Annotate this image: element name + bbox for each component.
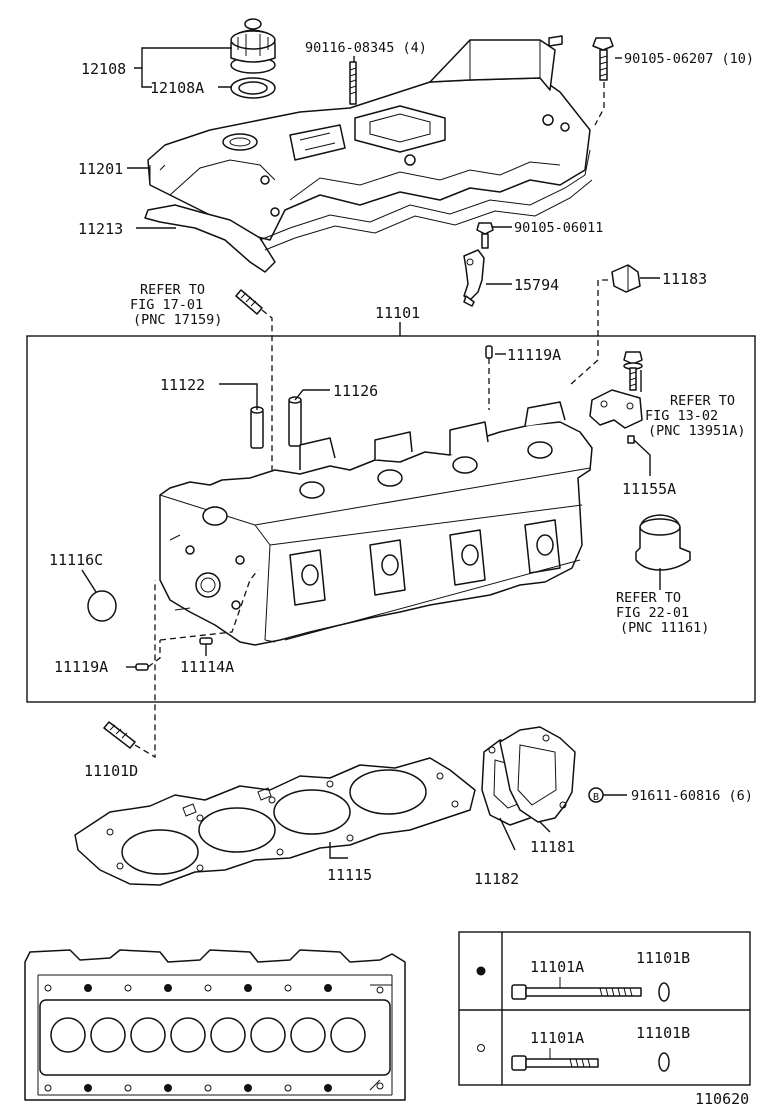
label-ring-pin-left: 11119A bbox=[54, 658, 108, 676]
label-oil-cap: 12108 bbox=[81, 60, 126, 78]
head-cover-gasket bbox=[144, 149, 593, 273]
straight-pin-right bbox=[627, 435, 635, 444]
insert-11114a bbox=[199, 637, 213, 645]
legend-bolt-2 bbox=[511, 1048, 599, 1071]
head-stud-bottom bbox=[103, 580, 156, 759]
ring-pin-left bbox=[135, 663, 149, 671]
water-outlet-cup bbox=[635, 514, 691, 571]
solid-dot-marker bbox=[476, 966, 486, 976]
camshaft-bearing-cap bbox=[589, 389, 643, 429]
label-table-bolt-1: 11101A bbox=[530, 958, 584, 976]
open-dot-marker bbox=[477, 1044, 485, 1052]
label-refer-bottom-2: FIG 22-01 bbox=[616, 605, 689, 621]
ring-pin-left-dashed bbox=[147, 569, 259, 668]
plate-bolt-marker: B bbox=[588, 787, 604, 803]
label-refer-top-3: (PNC 17159) bbox=[133, 312, 222, 328]
label-head-assy: 11101 bbox=[375, 304, 420, 322]
legend-bolt-1 bbox=[511, 977, 642, 1000]
label-table-bolt-2: 11101A bbox=[530, 1029, 584, 1047]
camshaft-cap-plug bbox=[611, 264, 641, 293]
label-table-washer-2: 11101B bbox=[636, 1024, 690, 1042]
cover-bolt bbox=[592, 37, 614, 126]
label-refer-bottom-1: REFER TO bbox=[616, 590, 681, 606]
cover-stud bbox=[349, 61, 357, 105]
valve-guide-left bbox=[250, 406, 264, 449]
expansion-plug bbox=[87, 590, 117, 622]
label-plate-bolt: 91611-60816 (6) bbox=[631, 788, 753, 804]
label-refer-bottom-3: (PNC 11161) bbox=[620, 620, 709, 636]
bracket-bolt bbox=[476, 222, 494, 249]
label-head-gasket: 11115 bbox=[327, 866, 372, 884]
oil-filler-cap-gasket bbox=[230, 77, 276, 99]
label-cover-stud: 90116-08345 (4) bbox=[305, 40, 427, 56]
figure-number: 110620 bbox=[695, 1090, 749, 1108]
legend-washer-1 bbox=[658, 982, 670, 1002]
cylinder-head bbox=[159, 401, 593, 646]
oil-filler-cap bbox=[230, 18, 276, 74]
label-bracket-bolt: 90105-06011 bbox=[514, 220, 603, 236]
head-bolt-pattern-diagram bbox=[24, 949, 406, 1101]
label-cap-plug: 11183 bbox=[662, 270, 707, 288]
label-plug-side: 11116C bbox=[49, 551, 103, 569]
label-refer-right-2: FIG 13-02 bbox=[645, 408, 718, 424]
label-refer-top-1: REFER TO bbox=[140, 282, 205, 298]
cap-plug-dashed-leader bbox=[569, 279, 608, 386]
label-bracket: 15794 bbox=[514, 276, 559, 294]
camshaft-bearing-bolt bbox=[623, 351, 643, 391]
ring-pin-top bbox=[485, 345, 493, 410]
plate-bolt-marker-text: B bbox=[593, 792, 599, 803]
sensor-bracket bbox=[463, 249, 485, 307]
leader-lines bbox=[81, 47, 661, 859]
label-stud-bottom: 11101D bbox=[84, 762, 138, 780]
valve-guide-right bbox=[288, 396, 302, 447]
label-refer-right-1: REFER TO bbox=[670, 393, 735, 409]
label-head-cover: 11201 bbox=[78, 160, 123, 178]
label-cover-bolt: 90105-06207 (10) bbox=[624, 51, 754, 67]
label-refer-top-2: FIG 17-01 bbox=[130, 297, 203, 313]
label-cover-gasket: 11213 bbox=[78, 220, 123, 238]
label-table-washer-1: 11101B bbox=[636, 949, 690, 967]
label-guide-left: 11122 bbox=[160, 376, 205, 394]
head-assy-frame bbox=[26, 335, 756, 703]
label-refer-right-3: (PNC 13951A) bbox=[648, 423, 746, 439]
manifold-stud bbox=[235, 289, 273, 470]
label-plate-gasket: 11182 bbox=[474, 870, 519, 888]
label-insert: 11114A bbox=[180, 658, 234, 676]
cylinder-head-cover bbox=[147, 35, 591, 241]
cylinder-head-gasket bbox=[74, 757, 476, 886]
label-pin-right: 11155A bbox=[622, 480, 676, 498]
rear-plate bbox=[499, 726, 576, 823]
label-oil-cap-gasket: 12108A bbox=[150, 79, 204, 97]
legend-washer-2 bbox=[658, 1052, 670, 1072]
label-plate: 11181 bbox=[530, 838, 575, 856]
bolt-legend-table bbox=[458, 931, 751, 1086]
label-ring-pin-top: 11119A bbox=[507, 346, 561, 364]
label-guide-right: 11126 bbox=[333, 382, 378, 400]
